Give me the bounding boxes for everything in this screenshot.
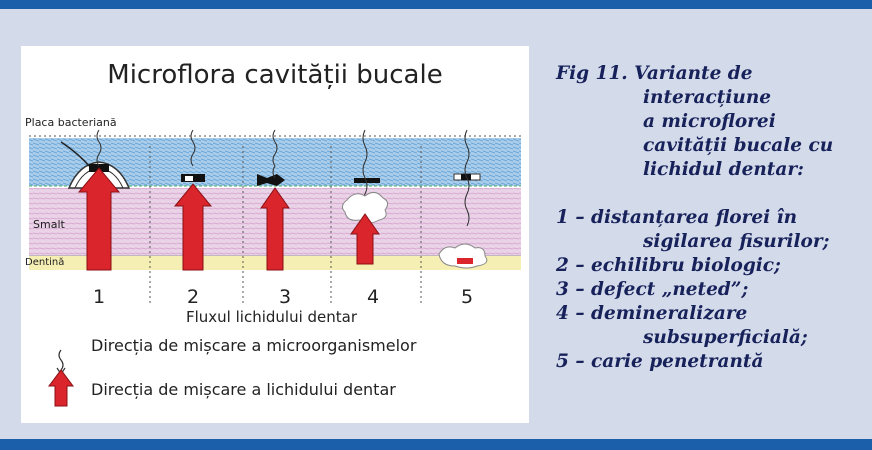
column-number-1: 1 — [93, 286, 105, 308]
caption-item-1: 1 – distanțarea florei în — [556, 206, 856, 230]
caption-title-line-3: a microflorei — [556, 110, 856, 134]
caption-item-2: 2 – echilibru biologic; — [556, 254, 856, 278]
column-number-4: 4 — [367, 286, 379, 308]
caption-item-1-cont: sigilarea fisurilor; — [556, 230, 856, 254]
figure-caption: Fig 11. Variante de interacțiune a micro… — [556, 62, 856, 374]
legend-dental-fluid: Direcția de mișcare a lichidului dentar — [91, 380, 396, 399]
caption-item-3: 3 – defect „neted”; — [556, 278, 856, 302]
caption-title-line-4: cavității bucale cu — [556, 134, 856, 158]
caries-zone — [439, 244, 487, 268]
label-smalt: Smalt — [33, 218, 65, 231]
column-number-5: 5 — [461, 286, 473, 308]
caries-lesion — [457, 258, 473, 264]
red-arrow-icon — [49, 370, 73, 406]
caption-item-5: 5 – carie penetrantă — [556, 350, 856, 374]
bottom-rule — [0, 439, 872, 450]
label-placa: Placa bacteriană — [25, 116, 117, 129]
column-number-2: 2 — [187, 286, 199, 308]
caption-title-line-2: interacțiune — [556, 86, 856, 110]
illustration-drawing — [21, 46, 529, 423]
illustration: Microflora cavității bucale Placa bacter… — [21, 46, 529, 423]
label-dentina: Dentină — [25, 257, 64, 268]
top-rule — [0, 0, 872, 9]
column-number-3: 3 — [279, 286, 291, 308]
legend-microorganisms: Direcția de mișcare a microorganismelor — [91, 336, 416, 355]
caption-title-line-1: Fig 11. Variante de — [556, 62, 856, 86]
wavy-arrow-icon — [59, 350, 63, 370]
figure-title: Microflora cavității bucale — [21, 60, 529, 90]
flux-label: Fluxul lichidului dentar — [186, 308, 357, 326]
caption-title-line-5: lichidul dentar: — [556, 158, 856, 182]
caption-item-4: 4 – demineralizare — [556, 302, 856, 326]
caption-item-4-cont: subsuperficială; — [556, 326, 856, 350]
